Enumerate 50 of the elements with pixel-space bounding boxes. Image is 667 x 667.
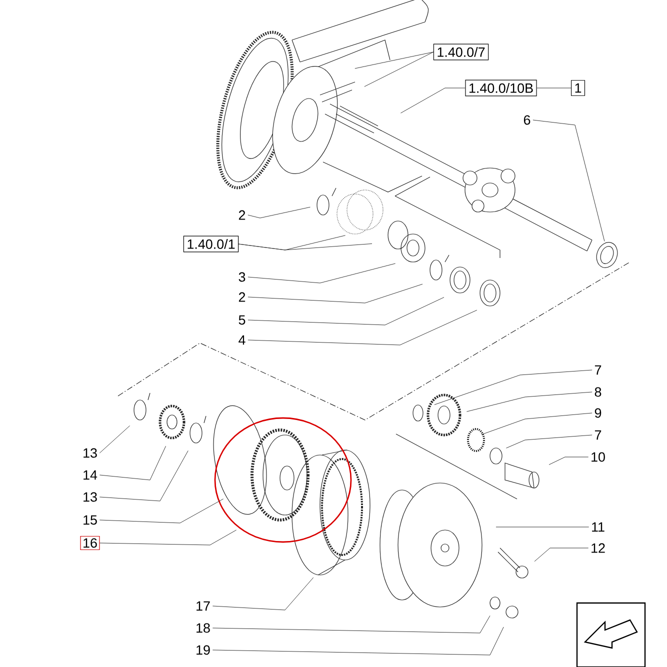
reference-box: 1.40.0/1 [183,236,239,252]
callout-number: 18 [196,623,210,633]
leader-line [248,206,310,218]
leader-line [99,446,166,480]
leader-line [506,434,592,448]
reference-box: 1.40.0/7 [433,44,489,60]
callout-number: 11 [592,522,604,532]
leader-line [100,530,237,546]
leader-line [248,263,396,284]
callout-number: 2 [238,210,246,220]
leader-line [434,370,592,405]
callout-number: 13 [84,492,97,502]
callout-number: 5 [238,315,246,325]
callout-number: 10 [592,452,605,462]
leader-line [496,526,590,528]
callout-number: 19 [196,645,210,655]
callout-number: 15 [84,515,97,525]
leader-line [466,392,592,412]
callout-number: 9 [594,408,602,418]
leader-line [212,577,314,610]
leader-line [212,626,504,656]
callout-number: 17 [196,601,210,611]
reference-box: 1.40.0/10B [465,80,537,96]
reference-box: 1 [570,80,586,96]
callout-number: 7 [594,365,602,375]
leader-line [238,243,372,250]
callout-number: 13 [84,448,97,458]
leader-line [548,456,589,465]
leader-line [532,120,605,242]
leader-line [354,52,434,69]
leader-line [364,52,434,87]
leader-line [248,310,478,346]
leader-line [99,498,224,524]
callout-number: 2 [238,292,246,302]
leader-line [534,548,589,562]
leader-line [248,297,444,326]
leader-line [99,450,188,502]
leader-line [212,615,490,634]
callout-number: 3 [238,272,246,282]
callout-number: 14 [84,470,98,480]
leader-line [400,88,466,114]
leader-line [99,425,130,454]
callout-number: 16 [80,536,100,550]
leader-line [248,284,423,304]
leader-line [481,412,592,435]
callout-number: 6 [524,115,530,125]
callout-number: 4 [238,335,246,345]
callout-number: 8 [594,387,602,397]
callout-number: 12 [592,543,605,553]
callout-number: 7 [594,430,602,440]
